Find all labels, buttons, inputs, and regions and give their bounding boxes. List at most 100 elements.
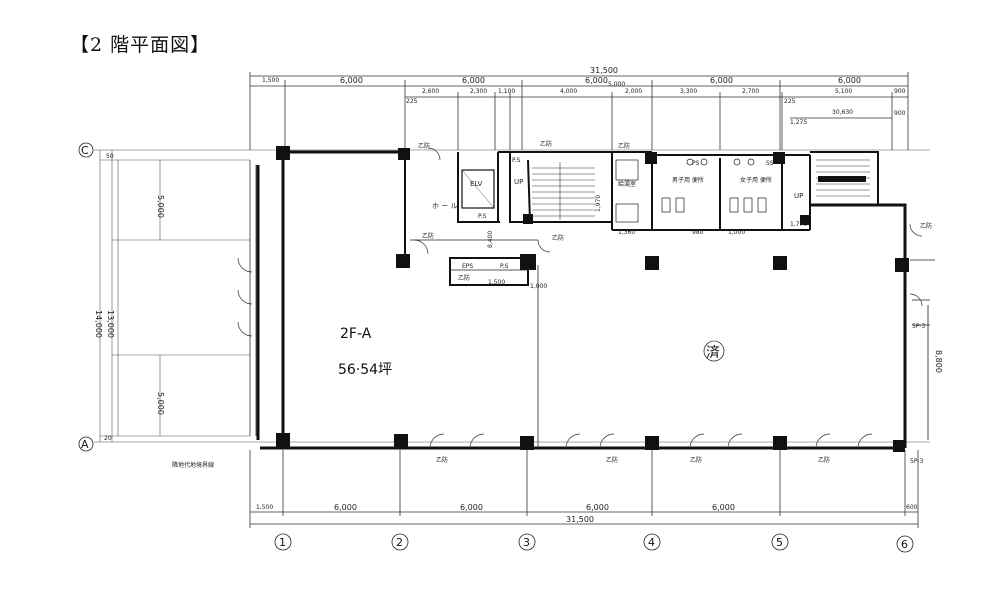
stair-left bbox=[532, 162, 595, 220]
label-ps1: P.S bbox=[512, 157, 521, 164]
toilet-fixtures bbox=[615, 158, 767, 223]
dim-sub-9: 900 bbox=[894, 88, 906, 95]
grid-row-lines bbox=[94, 149, 930, 443]
dim-top-2: 6,000 bbox=[340, 76, 363, 85]
misc-dim-9: 5P-3 bbox=[912, 323, 925, 330]
dim-misc-5: 30,630 bbox=[832, 109, 853, 116]
dim-sub-3: 1,100 bbox=[498, 88, 515, 95]
dim-sub-8: 5,100 bbox=[835, 88, 852, 95]
label-up2: UP bbox=[794, 192, 803, 200]
grid-col-1-label: 1 bbox=[279, 536, 286, 549]
label-bottom-note: 隣地代地境界線 bbox=[172, 461, 214, 469]
misc-dim-8: 1,770 bbox=[790, 221, 807, 228]
dim-left-4: 5,000 bbox=[156, 392, 165, 415]
misc-dim-1: 1,970 bbox=[595, 195, 602, 212]
label-ps4: PS bbox=[692, 160, 700, 167]
misc-dim-5: 980 bbox=[692, 229, 704, 236]
dim-sub-1: 2,600 bbox=[422, 88, 439, 95]
interior-walls bbox=[404, 151, 879, 286]
dim-bottom-1: 1,500 bbox=[256, 504, 273, 511]
label-elv: ELV bbox=[470, 180, 483, 188]
dim-misc-2: 225 bbox=[784, 98, 796, 105]
door-swings bbox=[237, 147, 923, 449]
label-eps: EPS bbox=[462, 263, 473, 270]
dim-left-3: 5,000 bbox=[156, 195, 165, 218]
dim-left-small-2: 20 bbox=[104, 435, 112, 442]
grid-col-6-label: 6 bbox=[901, 538, 908, 551]
left-slab-outline bbox=[249, 160, 257, 436]
door-tag-3: 乙防 bbox=[618, 142, 630, 150]
dim-misc-6: 900 bbox=[894, 110, 906, 117]
dim-sub-7: 2,700 bbox=[742, 88, 759, 95]
grid-col-markers bbox=[274, 533, 914, 553]
door-tag-9: 乙防 bbox=[818, 456, 830, 464]
label-ps2: P.S bbox=[478, 213, 487, 220]
dim-top-total: 31,500 bbox=[590, 66, 618, 75]
bottom-dimension-lines bbox=[249, 450, 919, 528]
door-tag-5: 乙防 bbox=[552, 234, 564, 242]
grid-row-a-label: A bbox=[81, 438, 89, 451]
misc-dim-3: 1,500 bbox=[488, 279, 505, 286]
unit-area: 56·54坪 bbox=[338, 362, 392, 378]
grid-row-a-marker bbox=[78, 436, 94, 452]
label-hall: ホ ー ル bbox=[432, 202, 457, 210]
misc-dim-6: 1,000 bbox=[728, 229, 745, 236]
dim-left-2: 13,000 bbox=[106, 310, 115, 338]
door-tag-2: 乙防 bbox=[540, 140, 552, 148]
dim-misc-4: 1,275 bbox=[790, 119, 807, 126]
dim-top-3: 6,000 bbox=[462, 76, 485, 85]
misc-dim-4: 1,360 bbox=[618, 229, 635, 236]
exterior-walls bbox=[256, 150, 907, 450]
door-tag-1: 乙防 bbox=[418, 142, 430, 150]
door-tag-8: 乙防 bbox=[690, 456, 702, 464]
label-kitchen: 給湯室 bbox=[618, 180, 636, 188]
label-wc-m: 男子用 便所 bbox=[672, 176, 704, 184]
page-title: 【2 階平面図】 bbox=[70, 34, 211, 56]
elevator-cross-1 bbox=[461, 169, 495, 209]
misc-dim-10: 5P-3 bbox=[910, 458, 923, 465]
dim-top-1: 1,500 bbox=[262, 77, 279, 84]
door-tag-4: 乙防 bbox=[422, 232, 434, 240]
label-wc-f: 女子用 便所 bbox=[740, 176, 772, 184]
dim-sub-5: 2,000 bbox=[625, 88, 642, 95]
columns bbox=[276, 146, 909, 452]
grid-row-c-marker bbox=[78, 142, 94, 158]
dim-bottom-total: 31,500 bbox=[566, 515, 594, 524]
misc-dim-2: 8,400 bbox=[487, 231, 494, 248]
door-tag-10: 乙防 bbox=[920, 222, 932, 230]
dim-top-5: 6,000 bbox=[710, 76, 733, 85]
unit-name: 2F-A bbox=[340, 326, 372, 342]
stamp-text: 済 bbox=[706, 345, 720, 361]
dim-bottom-2: 6,000 bbox=[334, 503, 357, 512]
dim-bottom-3: 6,000 bbox=[460, 503, 483, 512]
grid-col-5-label: 5 bbox=[776, 536, 783, 549]
label-up1: UP bbox=[514, 178, 523, 186]
stair-right-landing bbox=[818, 176, 866, 182]
grid-col-4-label: 4 bbox=[648, 536, 655, 549]
grid-col-3-label: 3 bbox=[523, 536, 530, 549]
dim-left-small-1: 50 bbox=[106, 153, 114, 160]
label-ss: SS bbox=[766, 160, 774, 167]
dim-bottom-6: 600 bbox=[906, 504, 918, 511]
stamp-circle bbox=[703, 340, 725, 362]
dim-right-1: 8,800 bbox=[934, 350, 943, 373]
elevator-shaft bbox=[461, 169, 495, 209]
thin-walls bbox=[410, 239, 935, 448]
top-dimension-lines bbox=[249, 72, 909, 150]
grid-row-c-label: C bbox=[81, 144, 89, 157]
dim-bottom-4: 6,000 bbox=[586, 503, 609, 512]
door-tag-7: 乙防 bbox=[606, 456, 618, 464]
dim-sub-4: 4,000 bbox=[560, 88, 577, 95]
dim-misc-3: 5,000 bbox=[608, 81, 625, 88]
door-tag-11: 乙防 bbox=[458, 274, 470, 282]
misc-dim-7: 1,000 bbox=[530, 283, 547, 290]
dim-left-1: 14,000 bbox=[94, 310, 103, 338]
grid-col-2-label: 2 bbox=[396, 536, 403, 549]
dim-bottom-5: 6,000 bbox=[712, 503, 735, 512]
dim-top-6: 6,000 bbox=[838, 76, 861, 85]
dim-misc-1: 225 bbox=[406, 98, 418, 105]
dim-sub-2: 2,300 bbox=[470, 88, 487, 95]
door-tag-6: 乙防 bbox=[436, 456, 448, 464]
dim-top-4: 6,000 bbox=[585, 76, 608, 85]
